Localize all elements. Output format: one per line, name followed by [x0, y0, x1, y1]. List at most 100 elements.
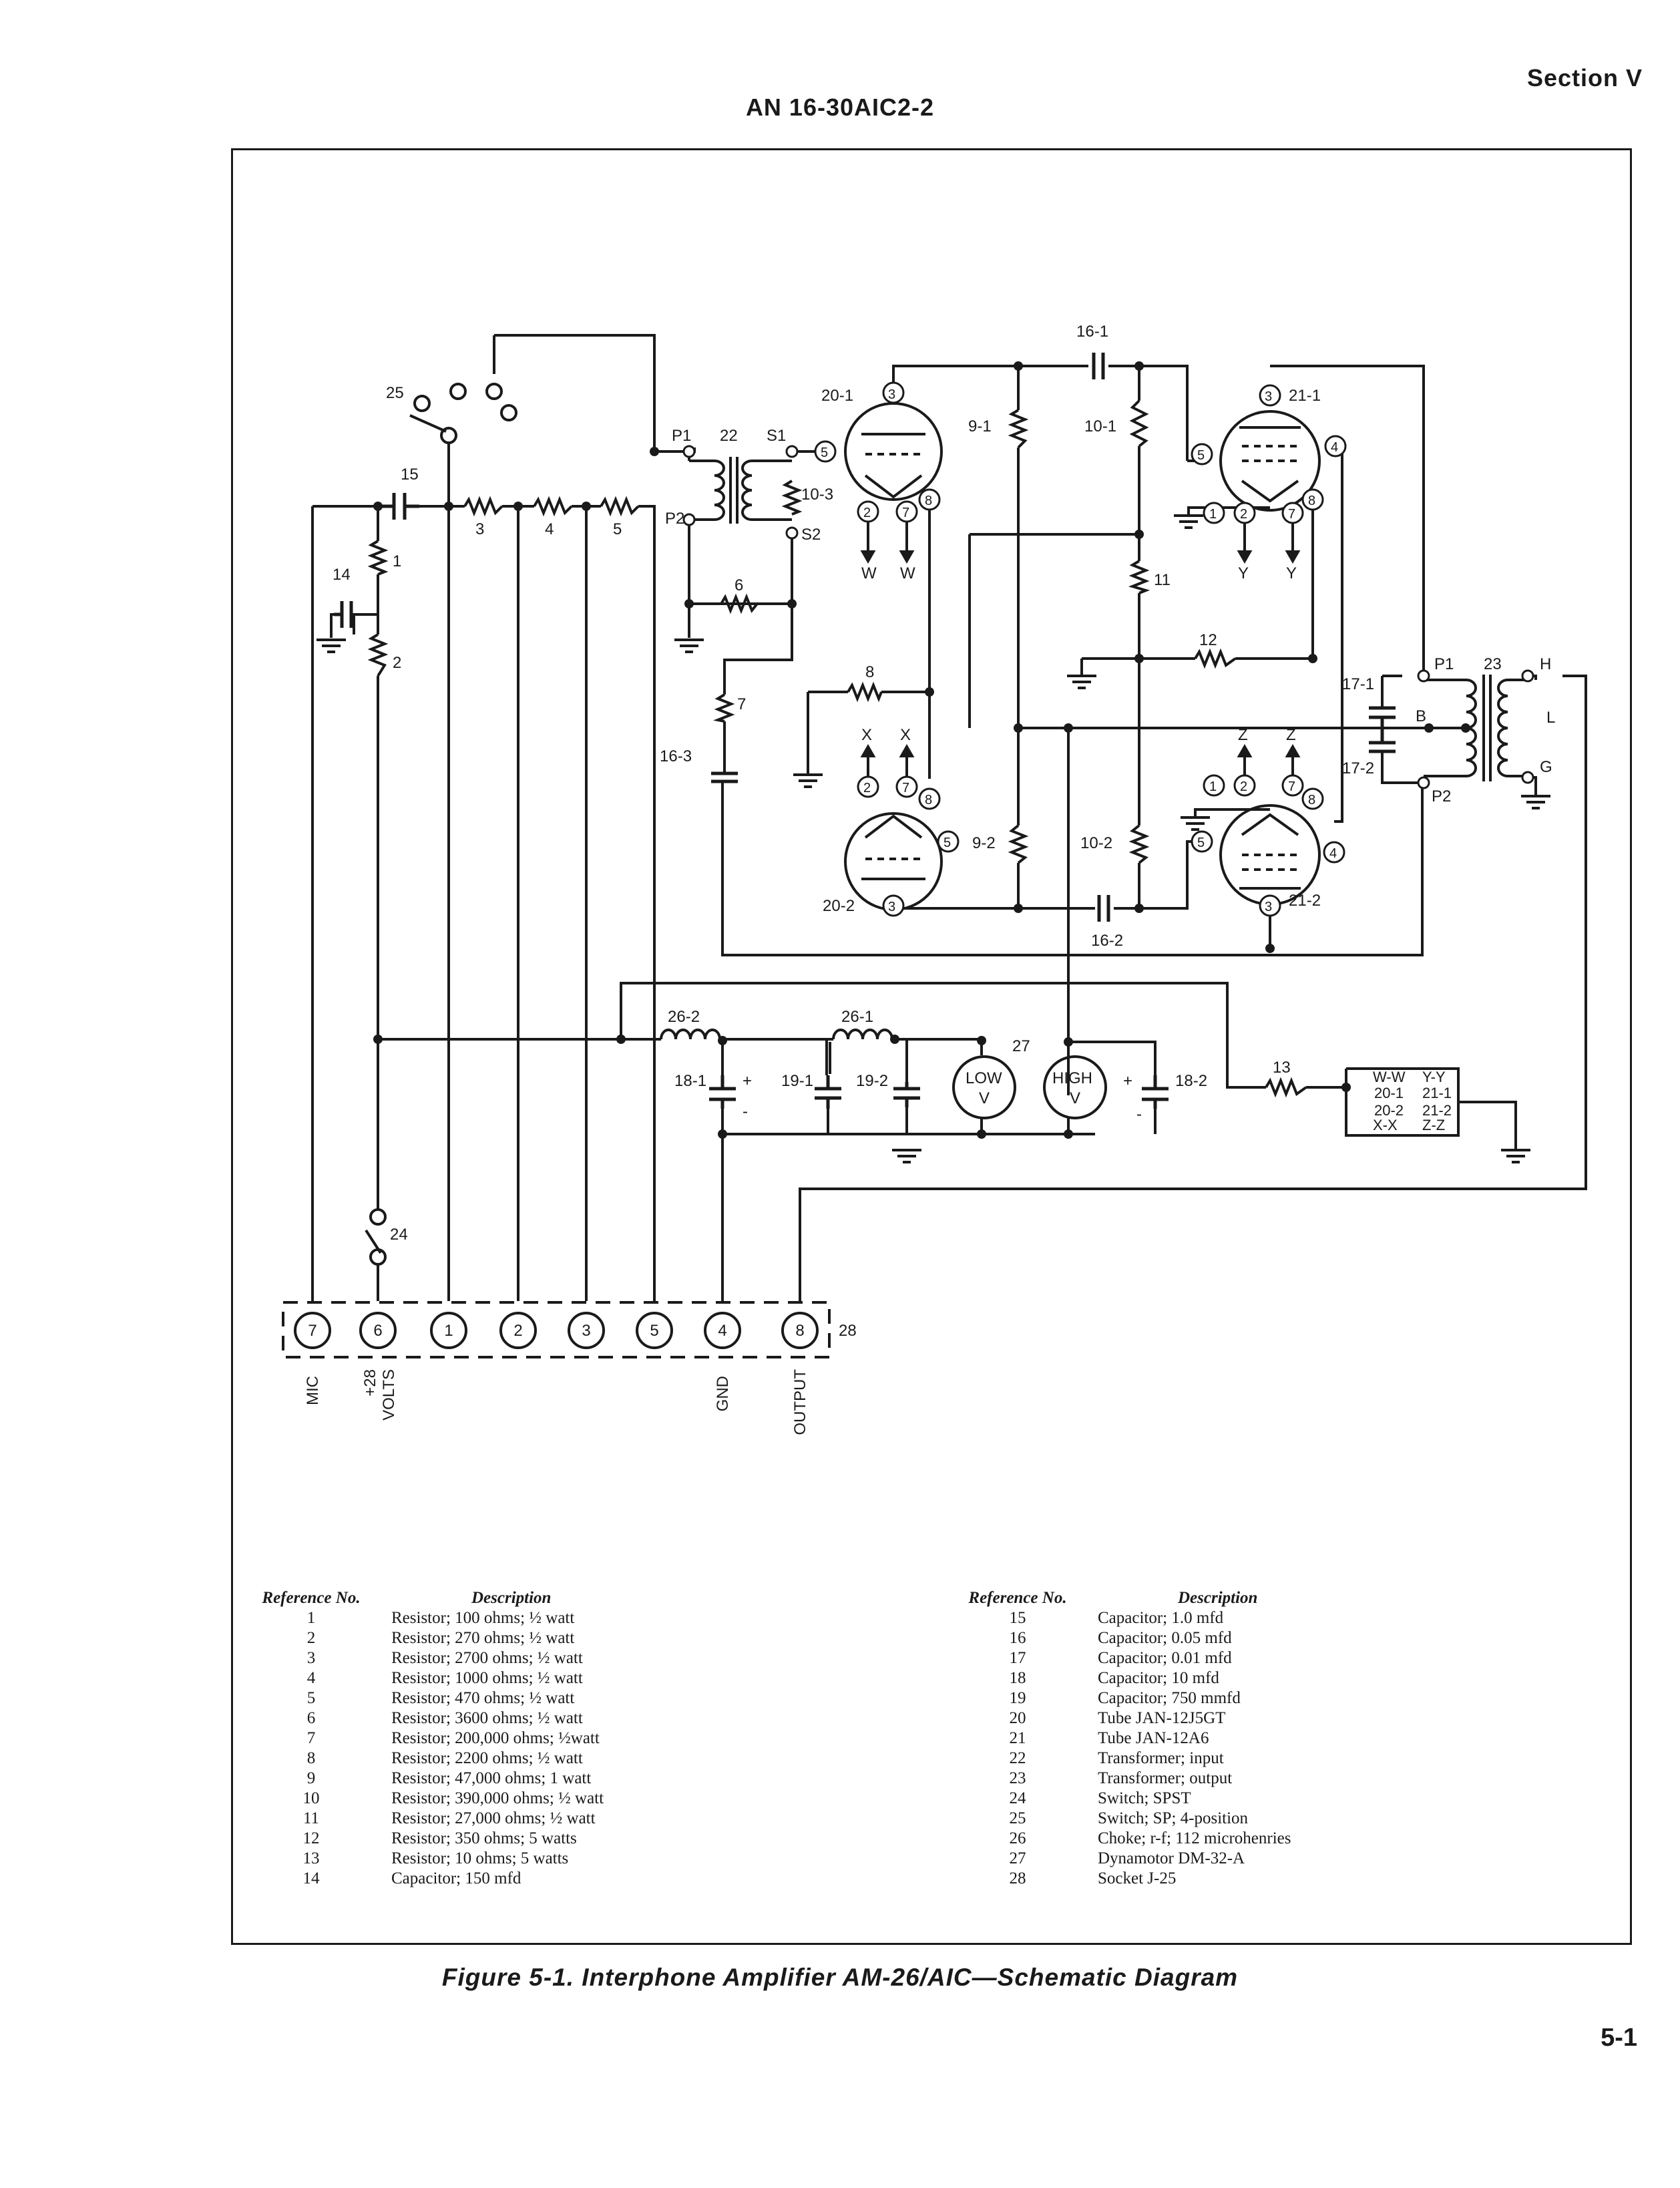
switches: [365, 383, 517, 1266]
part-description: Resistor; 47,000 ohms; 1 watt: [391, 1769, 592, 1787]
pin-21-1-4: 4: [1331, 440, 1338, 455]
ref-number: 27: [1009, 1849, 1026, 1867]
dynamotor-high: HIGH: [1052, 1069, 1092, 1087]
label-r7: 7: [737, 695, 746, 713]
label-r10-2: 10-2: [1080, 834, 1112, 852]
label-s24: 24: [390, 1226, 408, 1244]
ref-number: 10: [302, 1789, 320, 1807]
label-l26-1: 26-1: [841, 1008, 873, 1026]
ref-number: 15: [1009, 1609, 1026, 1627]
label-t21-1: 21-1: [1289, 387, 1321, 405]
figure-caption: Figure 5-1. Interphone Amplifier AM-26/A…: [441, 1964, 1239, 1991]
pin-21-2-5: 5: [1197, 836, 1205, 850]
label-c16-2: 16-2: [1091, 932, 1123, 950]
part-description: Choke; r-f; 112 microhenries: [1098, 1829, 1291, 1847]
label-s1: S1: [767, 427, 786, 445]
label-volts: VOLTS: [380, 1369, 398, 1421]
dynamotor: [952, 1055, 1517, 1149]
pin-21-2-7: 7: [1288, 779, 1295, 794]
page-number: 5-1: [1601, 2024, 1637, 2052]
ref-number: 28: [1009, 1869, 1026, 1887]
label-r8: 8: [865, 663, 874, 681]
label-b: B: [1416, 707, 1426, 725]
ref-number: 5: [306, 1689, 316, 1707]
section-label: Section V: [1526, 64, 1643, 92]
wiring: [311, 334, 1587, 1301]
component-labels: 25 15 3 4 5 1 2 14 P1 22 S1 P2 10-3 S2 6…: [333, 323, 1555, 1340]
label-r5: 5: [613, 520, 622, 538]
label-c19-1: 19-1: [781, 1072, 813, 1090]
part-description: Transformer; output: [1098, 1769, 1233, 1787]
figure-frame: [231, 148, 1632, 1945]
label-c14: 14: [333, 566, 351, 584]
label-d27: 27: [1012, 1037, 1030, 1055]
label-mic: MIC: [304, 1376, 322, 1405]
label-r2: 2: [393, 654, 401, 672]
part-description: Resistor; 390,000 ohms; ½ watt: [391, 1789, 604, 1807]
ref-number: 13: [302, 1849, 320, 1867]
label-t23: 23: [1484, 655, 1502, 673]
junctions: [373, 361, 1470, 1139]
part-description: Capacitor; 10 mfd: [1098, 1669, 1219, 1687]
part-description: Resistor; 2700 ohms; ½ watt: [391, 1649, 583, 1667]
pin-20-1-5: 5: [821, 445, 828, 460]
chokes: [660, 1029, 893, 1040]
socket-pin-4: 4: [718, 1322, 726, 1340]
label-c19-2: 19-2: [856, 1072, 888, 1090]
part-description: Transformer; input: [1098, 1749, 1224, 1767]
dynamotor-low-v: V: [979, 1089, 990, 1107]
label-gnd: GND: [714, 1376, 732, 1411]
pin-21-2-2: 2: [1240, 779, 1247, 794]
label-l26-2: 26-2: [668, 1008, 700, 1026]
label-c18-2: 18-2: [1175, 1072, 1207, 1090]
filament-y2: Y: [1286, 564, 1297, 582]
label-p2-out: P2: [1432, 787, 1451, 805]
pin-20-1-7: 7: [902, 506, 909, 520]
label-h: H: [1540, 655, 1551, 673]
label-minus-18-2: -: [1136, 1105, 1142, 1123]
pin-20-2-8: 8: [925, 793, 932, 807]
part-description: Tube JAN-12A6: [1098, 1729, 1209, 1747]
document-number: AN 16-30AIC2-2: [745, 94, 935, 121]
ref-number: 19: [1009, 1689, 1026, 1707]
pin-21-1-1: 1: [1209, 507, 1217, 522]
ground-symbols: [315, 514, 1552, 1163]
tube-pins: [814, 381, 1347, 917]
pin-21-2-8: 8: [1308, 793, 1315, 807]
label-r12: 12: [1199, 631, 1217, 649]
label-r4: 4: [545, 520, 554, 538]
fil-yy: Y-Y: [1422, 1069, 1446, 1085]
filament-leads: [860, 522, 1301, 776]
socket-pin-labels: 7 6 1 2 3 5 4 8: [308, 1322, 804, 1340]
ref-number: 4: [306, 1669, 316, 1687]
ref-number: 17: [1009, 1649, 1026, 1667]
ref-header: Reference No.: [968, 1589, 1067, 1607]
filament-y1: Y: [1238, 564, 1249, 582]
pin-21-1-8: 8: [1308, 494, 1315, 508]
label-plus-18-1: +: [743, 1072, 752, 1090]
label-t20-1: 20-1: [821, 387, 853, 405]
capacitors: [334, 353, 1396, 1109]
part-description: Resistor; 1000 ohms; ½ watt: [391, 1669, 583, 1687]
terminals: [682, 445, 1534, 789]
label-c17-1: 17-1: [1342, 675, 1374, 693]
desc-header: Description: [1178, 1589, 1258, 1607]
transformers: [689, 457, 1528, 781]
label-minus-18-1: -: [743, 1103, 748, 1121]
ref-number: 16: [1009, 1629, 1026, 1647]
part-description: Resistor; 350 ohms; 5 watts: [391, 1829, 577, 1847]
